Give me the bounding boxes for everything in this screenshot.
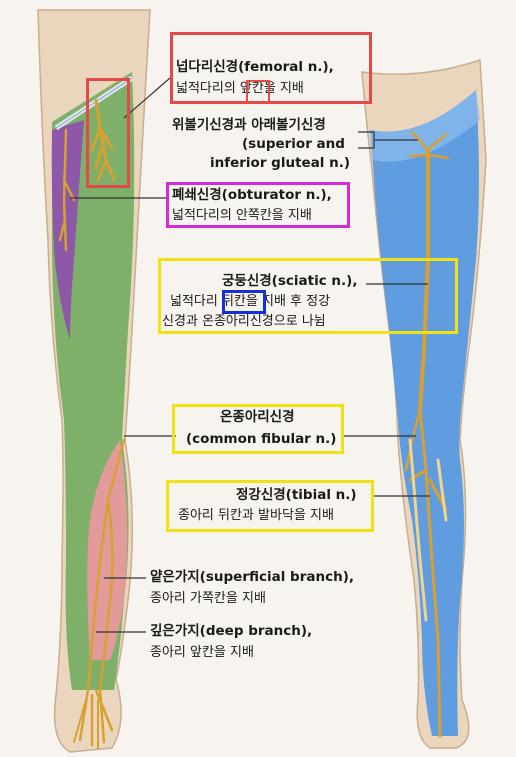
- gluteal-title: 위볼기신경과 아래볼기신경: [172, 117, 326, 133]
- fibular-desc: (common fibular n.): [186, 431, 337, 447]
- sciatic-desc-2: 신경과 온종아리신경으로 나뉨: [162, 314, 326, 329]
- sciatic-desc-1: 넓적다리 뒤칸을 지배 후 정강: [170, 294, 331, 309]
- gluteal-en-line1: (superior and: [242, 136, 345, 152]
- superficial-branch-desc: 종아리 가쪽칸을 지배: [150, 591, 266, 606]
- deep-branch-desc: 종아리 앞칸을 지배: [150, 645, 254, 660]
- femoral-desc: 넓적다리의 앞칸을 지배: [176, 81, 304, 96]
- femoral-nerve: [90, 98, 116, 182]
- fibular-highlight-frame: [172, 404, 344, 454]
- tibial-desc: 종아리 뒤칸과 발바닥을 지배: [178, 508, 334, 523]
- obturator-title: 폐쇄신경(obturator n.),: [172, 187, 332, 203]
- medial-compartment: [51, 120, 84, 340]
- lateral-compartment: [87, 440, 128, 660]
- femoral-nerve-region-frame: [86, 78, 130, 188]
- femoral-title: 넙다리신경(femoral n.),: [176, 59, 334, 75]
- fibular-title: 온종아리신경: [220, 409, 295, 425]
- sciatic-word-highlight: [222, 290, 266, 314]
- tibial-title: 정강신경(tibial n.): [236, 487, 357, 503]
- fibular-nerve-branches: [78, 438, 126, 747]
- obturator-desc: 넓적다리의 안쪽칸을 지배: [172, 208, 312, 223]
- sciatic-nerve: [418, 148, 430, 412]
- obturator-highlight-frame: [166, 182, 350, 228]
- common-fibular-path: [404, 408, 422, 472]
- gluteal-nerves: [408, 130, 450, 160]
- gluteal-en-line2: inferior gluteal n.): [210, 155, 351, 171]
- tibial-highlight-frame: [166, 480, 374, 532]
- obturator-nerve: [58, 128, 76, 252]
- femoral-word-highlight: [246, 80, 270, 104]
- deep-branch-title: 깊은가지(deep branch),: [150, 623, 313, 639]
- femoral-highlight-frame: [170, 32, 372, 104]
- sciatic-title: 궁둥신경(sciatic n.),: [222, 273, 358, 289]
- posterior-compartment: [370, 90, 479, 736]
- sciatic-highlight-frame: [158, 258, 458, 334]
- superficial-branch-title: 얕은가지(superficial branch),: [150, 569, 355, 585]
